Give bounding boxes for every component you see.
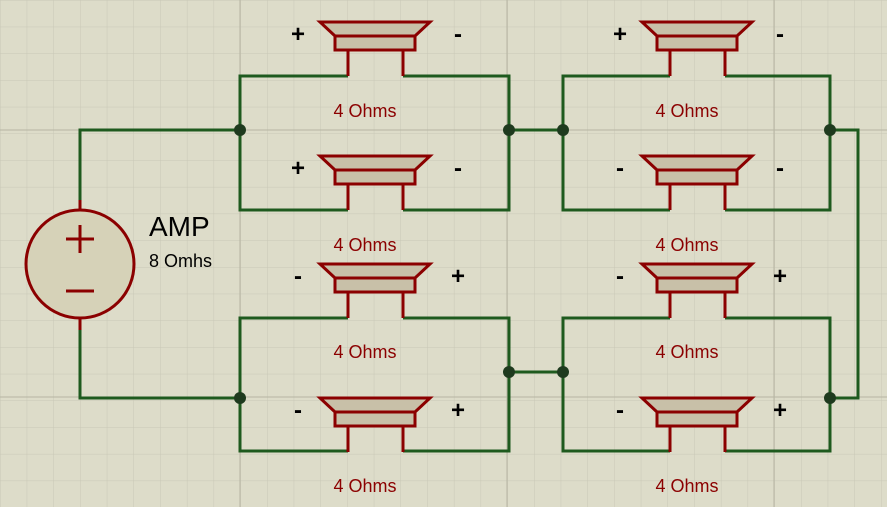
speaker-left-sign: - [616, 397, 624, 424]
speaker-bottom-left-1: - +4 Ohms [294, 262, 465, 362]
speaker-top-left-1: + - 4 Ohms [291, 20, 462, 121]
wire-br-right-rail [725, 316, 832, 453]
speaker-magnet [655, 276, 739, 294]
speaker-right-sign: + [773, 397, 787, 424]
speaker-top-right-1: + - 4 Ohms [613, 20, 784, 121]
speaker-bottom-right-1: - +4 Ohms [616, 262, 787, 362]
wire-tl-left-rail [238, 74, 348, 212]
amp-title: AMP [149, 211, 210, 242]
speaker-label: 4 Ohms [655, 342, 718, 362]
wire-bl-right-rail [403, 316, 511, 453]
speaker-top-left-2: + - 4 Ohms [291, 154, 462, 255]
speaker-top-right-2: - - 4 Ohms [616, 154, 784, 255]
speaker-cone [316, 396, 434, 414]
speaker-bottom-left-2: - +4 Ohms [294, 396, 465, 496]
junction-dot [234, 124, 246, 136]
junction-dot [557, 124, 569, 136]
speaker-label: 4 Ohms [655, 235, 718, 255]
junction-dot [824, 392, 836, 404]
speaker-right-sign: + [451, 263, 465, 290]
speaker-cone [316, 262, 434, 280]
speaker-magnet [655, 34, 739, 52]
junctions [234, 124, 836, 404]
speaker-cone [638, 154, 756, 172]
speaker-magnet [333, 410, 417, 428]
wire-br-left-rail [561, 316, 670, 453]
speaker-left-sign: - [616, 263, 624, 290]
speaker-cone [638, 20, 756, 38]
speaker-right-sign: - [776, 21, 784, 48]
speaker-label: 4 Ohms [655, 476, 718, 496]
speaker-label: 4 Ohms [333, 476, 396, 496]
wire-tl-right-rail [403, 74, 511, 212]
speaker-cone [316, 20, 434, 38]
speaker-magnet [333, 168, 417, 186]
speaker-label: 4 Ohms [333, 101, 396, 121]
speaker-right-sign: - [776, 155, 784, 182]
speaker-right-sign: + [451, 397, 465, 424]
speaker-magnet [333, 276, 417, 294]
wire-amp-plus [78, 128, 240, 210]
speaker-left-sign: - [294, 263, 302, 290]
speaker-right-sign: - [454, 155, 462, 182]
speaker-left-sign: + [613, 21, 627, 48]
wire-amp-minus [78, 318, 240, 400]
junction-dot [824, 124, 836, 136]
speaker-magnet [333, 34, 417, 52]
speaker-magnet [655, 410, 739, 428]
wire-bl-left-rail [238, 316, 348, 453]
speaker-bottom-right-2: - +4 Ohms [616, 396, 787, 496]
wire-tr-right-rail [725, 74, 832, 212]
speaker-left-sign: + [291, 21, 305, 48]
speaker-cone [316, 154, 434, 172]
speaker-magnet [655, 168, 739, 186]
junction-dot [557, 366, 569, 378]
speaker-label: 4 Ohms [333, 342, 396, 362]
speaker-left-sign: + [291, 155, 305, 182]
speaker-cone [638, 396, 756, 414]
wire-right-return [830, 128, 860, 400]
amp-plus-icon [66, 225, 94, 253]
junction-dot [503, 124, 515, 136]
junction-dot [234, 392, 246, 404]
speaker-left-sign: - [616, 155, 624, 182]
wire-tr-left-rail [561, 74, 670, 212]
speakers: + - 4 Ohms + - 4 Ohms + - 4 Ohms - - 4 Ohms - +4 Ohms… [291, 20, 787, 496]
amplifier: AMP 8 Omhs [24, 200, 212, 330]
wires [78, 74, 860, 453]
junction-dot [503, 366, 515, 378]
speaker-left-sign: - [294, 397, 302, 424]
amp-body [24, 208, 136, 320]
speaker-right-sign: - [454, 21, 462, 48]
speaker-label: 4 Ohms [655, 101, 718, 121]
speaker-right-sign: + [773, 263, 787, 290]
speaker-cone [638, 262, 756, 280]
amp-impedance: 8 Omhs [149, 251, 212, 271]
speaker-label: 4 Ohms [333, 235, 396, 255]
